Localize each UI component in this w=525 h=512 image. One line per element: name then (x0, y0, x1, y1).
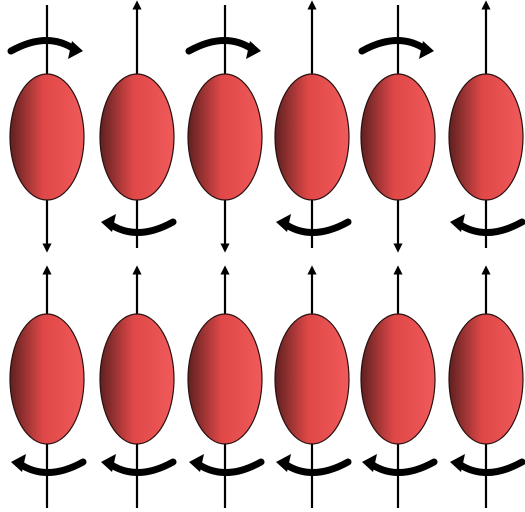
spin-1-1 (10, 5, 84, 248)
nucleus-ellipse (100, 74, 174, 200)
nucleus-ellipse (449, 74, 523, 200)
top-row (10, 5, 523, 248)
spin-1-3 (188, 5, 262, 248)
nucleus-ellipse (275, 314, 349, 444)
spin-2-3 (188, 270, 262, 508)
spins-layer (10, 5, 523, 508)
nucleus-ellipse (275, 74, 349, 200)
spin-1-4 (275, 5, 349, 248)
nucleus-ellipse (188, 74, 262, 200)
nucleus-ellipse (361, 314, 435, 444)
spin-1-2 (100, 5, 174, 248)
spin-2-4 (275, 270, 349, 508)
spin-1-5 (361, 5, 435, 248)
nucleus-ellipse (449, 314, 523, 444)
spin-2-2 (100, 270, 174, 508)
spin-2-6 (449, 270, 523, 508)
spin-2-5 (361, 270, 435, 508)
nucleus-ellipse (10, 74, 84, 200)
nucleus-ellipse (361, 74, 435, 200)
bottom-row (10, 270, 523, 508)
spin-2-1 (10, 270, 84, 508)
nucleus-ellipse (10, 314, 84, 444)
nucleus-ellipse (188, 314, 262, 444)
spin-1-6 (449, 5, 523, 248)
nucleus-ellipse (100, 314, 174, 444)
